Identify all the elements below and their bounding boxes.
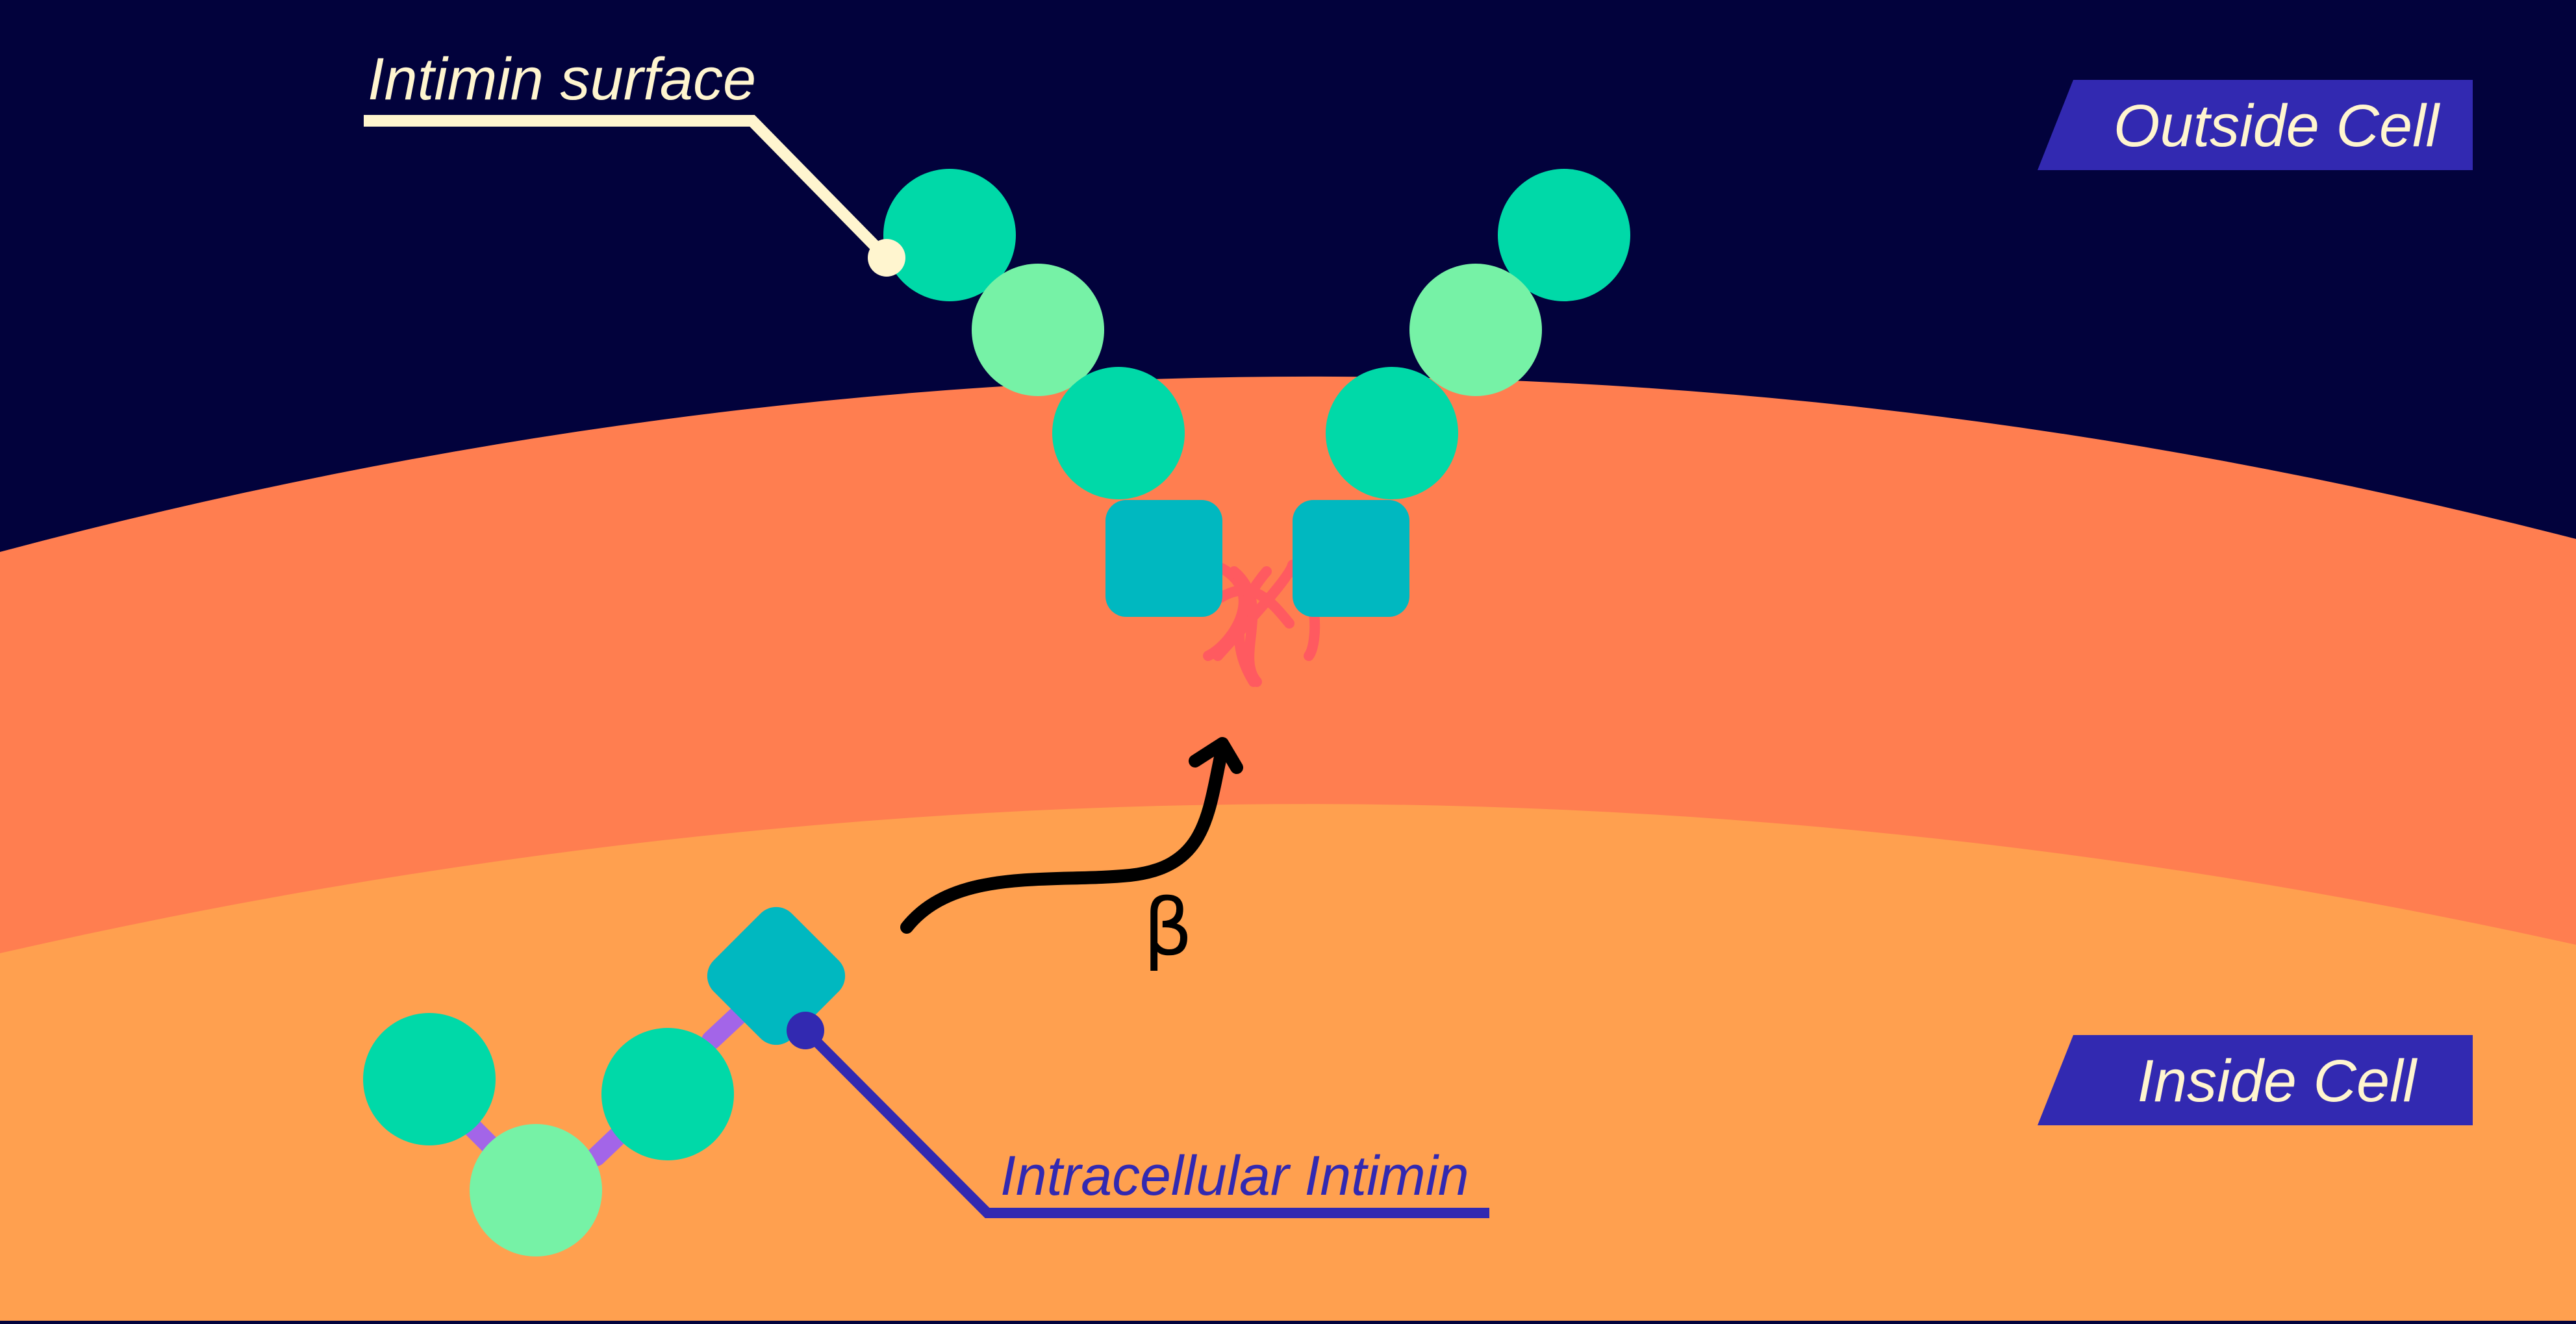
- surface-leader-line: [364, 115, 891, 262]
- intimin-surface-label: Intimin surface: [368, 46, 756, 112]
- intracellular-intimin-label: Intracellular Intimin: [1000, 1145, 1469, 1207]
- surface-domain-right-2: [1409, 264, 1542, 396]
- surface-leader-dot: [868, 239, 905, 277]
- outside-cell-tag: [2038, 80, 2473, 170]
- intracellular-domain-1: [363, 1013, 496, 1145]
- surface-domain-left-2: [972, 264, 1104, 396]
- intracellular-leader-line: [802, 1027, 1489, 1218]
- intracellular-domain-3: [601, 1028, 734, 1160]
- cytoplasm-region: [0, 804, 2576, 1321]
- intracellular-anchor: [707, 906, 846, 1045]
- surface-domain-right-3: [1326, 367, 1458, 499]
- translocation-arrow: [900, 742, 1229, 934]
- surface-domain-left-1: [883, 169, 1016, 301]
- inside-cell-label: Inside Cell: [2137, 1048, 2418, 1114]
- surface-anchor-left: [1105, 500, 1222, 617]
- inside-cell-tag: [2038, 1035, 2473, 1125]
- surface-domain-right-1: [1498, 169, 1630, 301]
- translocation-arrowhead: [1189, 737, 1243, 774]
- surface-domain-left-3: [1052, 367, 1185, 499]
- intracellular-leader-dot: [787, 1012, 824, 1049]
- outside-cell-label: Outside Cell: [2114, 93, 2441, 159]
- intracellular-domain-2: [470, 1124, 602, 1256]
- membrane-beta-strands: [1203, 560, 1320, 687]
- surface-anchor-right: [1293, 500, 1409, 617]
- beta-symbol: β: [1143, 883, 1193, 973]
